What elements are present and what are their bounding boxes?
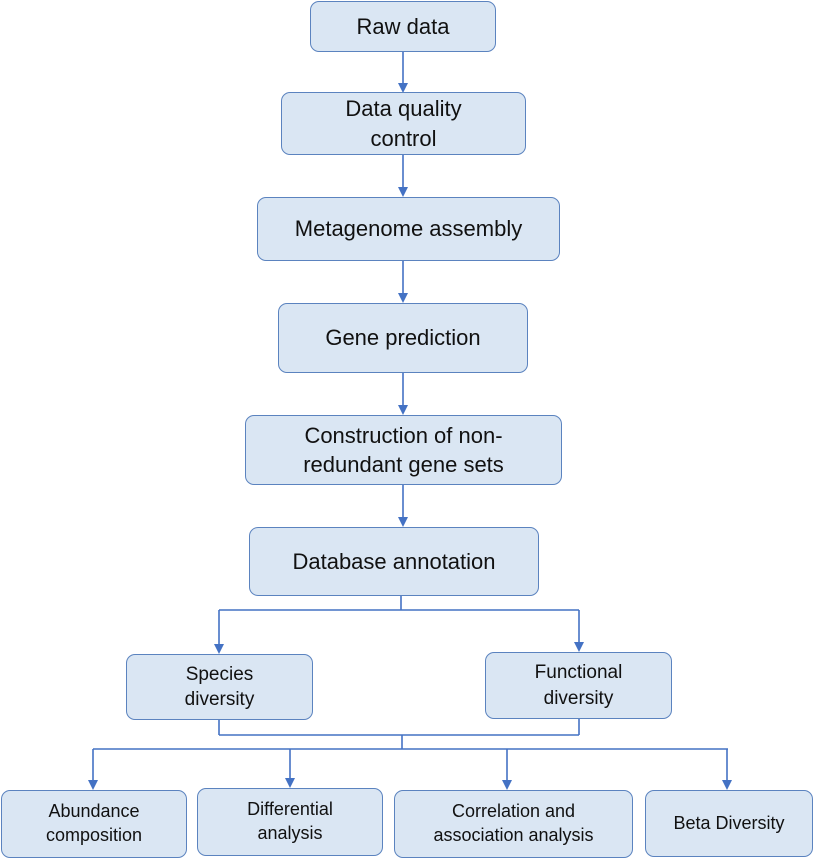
- node-data-quality-control: Data quality control: [281, 92, 526, 155]
- node-species-label-line2: diversity: [184, 689, 255, 710]
- node-annotation-label: Database annotation: [292, 548, 496, 574]
- node-differential-label-line1: Differential: [247, 799, 333, 820]
- node-correlation-label-line1: Correlation and: [451, 801, 576, 822]
- node-species-diversity: Species diversity: [126, 654, 313, 720]
- node-raw-data: Raw data: [310, 1, 496, 52]
- node-metagenome-assembly: Metagenome assembly: [257, 197, 560, 261]
- node-nonredundant-gene-sets: Construction of non- redundant gene sets: [245, 415, 562, 485]
- node-species-label-line1: Species: [185, 663, 254, 685]
- node-functional-diversity: Functional diversity: [485, 652, 672, 719]
- node-functional-label-line1: Functional: [534, 662, 623, 684]
- node-gene-sets-label-line1: Construction of non-: [304, 422, 503, 448]
- node-database-annotation: Database annotation: [249, 527, 539, 596]
- node-gene-prediction: Gene prediction: [278, 303, 528, 373]
- node-differential-analysis: Differential analysis: [197, 788, 383, 856]
- node-beta-label: Beta Diversity: [673, 812, 785, 833]
- node-differential-label-line2: analysis: [257, 823, 323, 843]
- node-gene-prediction-label: Gene prediction: [325, 325, 481, 351]
- node-gene-sets-label-line2: redundant gene sets: [303, 452, 504, 477]
- node-qc-label-line2: control: [370, 125, 437, 151]
- node-abundance-label-line1: Abundance: [48, 801, 140, 822]
- node-abundance-composition: Abundance composition: [1, 790, 187, 858]
- node-correlation-label-line2: association analysis: [433, 825, 594, 845]
- node-qc-label-line1: Data quality: [345, 96, 462, 122]
- node-beta-diversity: Beta Diversity: [645, 790, 813, 857]
- node-correlation-association: Correlation and association analysis: [394, 790, 633, 858]
- node-abundance-label-line2: composition: [45, 825, 143, 845]
- node-raw-data-label: Raw data: [356, 13, 450, 39]
- node-assembly-label: Metagenome assembly: [294, 216, 523, 242]
- node-functional-label-line2: diversity: [543, 687, 614, 709]
